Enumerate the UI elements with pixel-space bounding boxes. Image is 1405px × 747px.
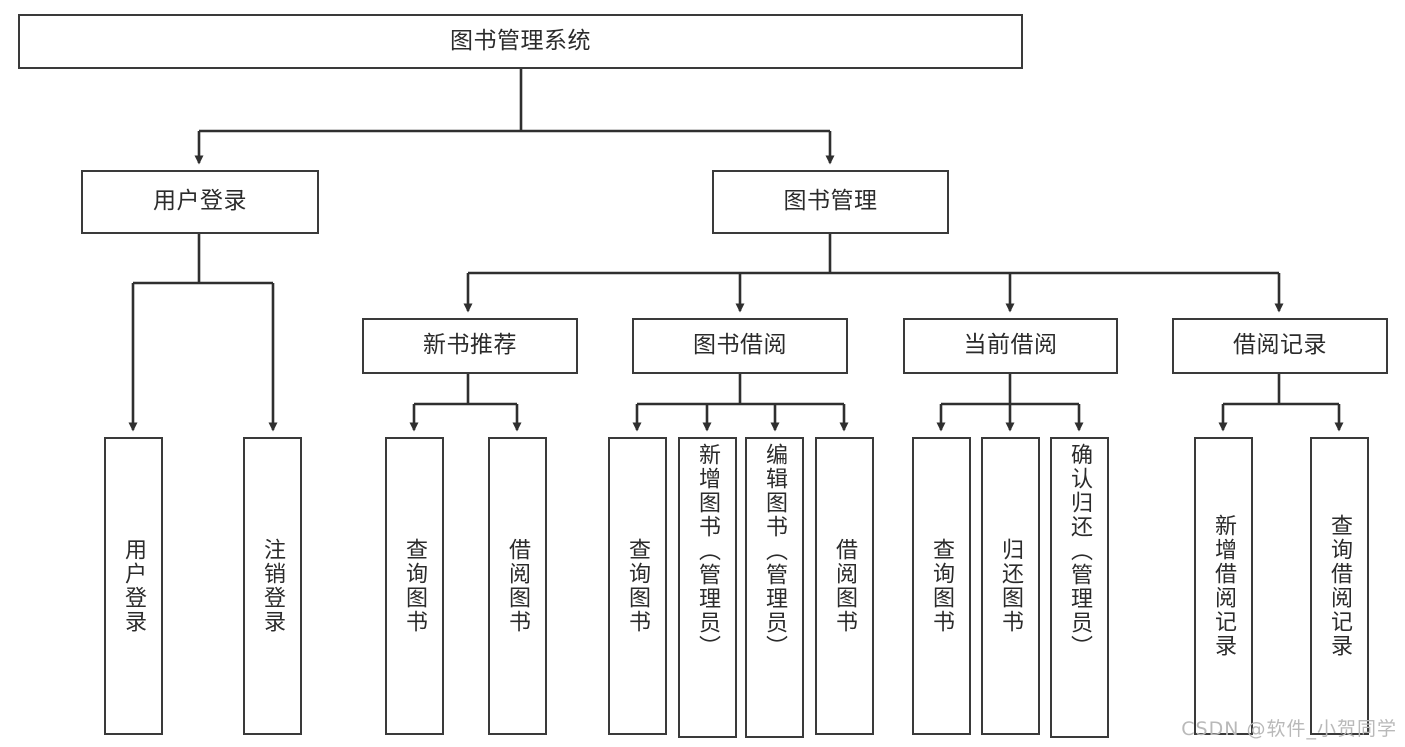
node-label: 借阅图书 bbox=[832, 538, 858, 634]
leaf-book-borrow-query-book[interactable]: 查询图书 bbox=[608, 437, 667, 735]
leaf-book-borrow-add-book-admin[interactable]: 新增图书（管理员） bbox=[678, 437, 737, 738]
node-label: 新书推荐 bbox=[423, 332, 517, 359]
node-label: 图书借阅 bbox=[693, 332, 787, 359]
node-label: 注销登录 bbox=[260, 538, 286, 634]
node-label: 查询借阅记录 bbox=[1327, 514, 1353, 658]
leaf-borrow-record-add-record[interactable]: 新增借阅记录 bbox=[1194, 437, 1253, 735]
leaf-new-book-borrow-book[interactable]: 借阅图书 bbox=[488, 437, 547, 735]
node-label: 当前借阅 bbox=[963, 332, 1058, 359]
leaf-current-borrow-query-book[interactable]: 查询图书 bbox=[912, 437, 971, 735]
node-borrow-record[interactable]: 借阅记录 bbox=[1172, 318, 1388, 374]
leaf-borrow-record-query-record[interactable]: 查询借阅记录 bbox=[1310, 437, 1369, 735]
leaf-user-login-logout[interactable]: 注销登录 bbox=[243, 437, 302, 735]
node-book-borrow[interactable]: 图书借阅 bbox=[632, 318, 848, 374]
node-label: 查询图书 bbox=[929, 538, 955, 634]
node-label: 借阅记录 bbox=[1233, 332, 1327, 359]
node-new-book-recommend[interactable]: 新书推荐 bbox=[362, 318, 578, 374]
node-label: 新增图书（管理员） bbox=[695, 443, 721, 659]
leaf-user-login-login[interactable]: 用户登录 bbox=[104, 437, 163, 735]
leaf-current-borrow-confirm-return-admin[interactable]: 确认归还（管理员） bbox=[1050, 437, 1109, 738]
node-current-borrow[interactable]: 当前借阅 bbox=[903, 318, 1118, 374]
node-label: 新增借阅记录 bbox=[1211, 514, 1237, 658]
leaf-current-borrow-return-book[interactable]: 归还图书 bbox=[981, 437, 1040, 735]
leaf-book-borrow-borrow-book[interactable]: 借阅图书 bbox=[815, 437, 874, 735]
node-label: 编辑图书（管理员） bbox=[762, 443, 788, 659]
node-label: 图书管理系统 bbox=[450, 27, 591, 54]
node-label: 图书管理 bbox=[783, 188, 878, 215]
leaf-new-book-query-book[interactable]: 查询图书 bbox=[385, 437, 444, 735]
node-label: 借阅图书 bbox=[505, 538, 531, 634]
node-label: 用户登录 bbox=[121, 538, 147, 634]
leaf-book-borrow-edit-book-admin[interactable]: 编辑图书（管理员） bbox=[745, 437, 804, 738]
node-label: 用户登录 bbox=[153, 188, 247, 215]
node-user-login[interactable]: 用户登录 bbox=[81, 170, 319, 234]
node-book-management[interactable]: 图书管理 bbox=[712, 170, 949, 234]
node-label: 查询图书 bbox=[625, 538, 651, 634]
node-label: 查询图书 bbox=[402, 538, 428, 634]
node-root-system[interactable]: 图书管理系统 bbox=[18, 14, 1023, 69]
csdn-watermark: CSDN @软件_小贺同学 bbox=[1181, 718, 1397, 740]
node-label: 确认归还（管理员） bbox=[1067, 443, 1093, 659]
node-label: 归还图书 bbox=[998, 538, 1024, 634]
